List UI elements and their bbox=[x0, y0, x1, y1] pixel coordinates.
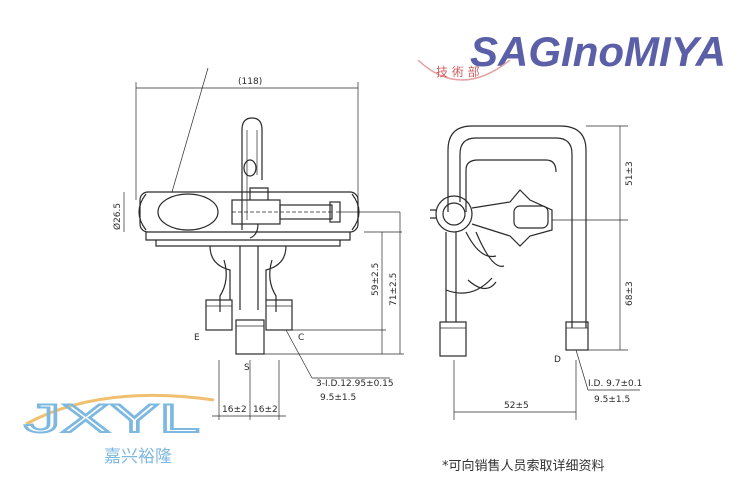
tube-spec-right: I.D. 9.7±0.1 bbox=[588, 379, 642, 389]
tube-length-left: 9.5±1.5 bbox=[320, 393, 356, 403]
upper-dim: 51±3 bbox=[625, 161, 635, 186]
lower-dim: 68±3 bbox=[625, 281, 635, 306]
logo-swoosh bbox=[25, 393, 215, 426]
height-dim-b: 71±2.5 bbox=[389, 273, 399, 306]
brand-name: SAGInoMIYA bbox=[470, 28, 726, 74]
logo-letters: JXYL bbox=[24, 397, 200, 441]
port-label-c: C bbox=[298, 333, 304, 343]
contact-note: *可向销售人员索取详细资料 bbox=[442, 459, 605, 474]
stamp: 技 術 部 bbox=[417, 60, 511, 81]
base-dim: 52±5 bbox=[504, 401, 529, 411]
company-logo: JXYL 嘉兴裕隆 bbox=[23, 393, 215, 467]
height-dim-a: 59±2.5 bbox=[371, 263, 381, 296]
spacing-dim-a: 16±2 bbox=[222, 405, 247, 415]
width-dim: (118) bbox=[238, 77, 262, 87]
spacing-dim-b: 16±2 bbox=[253, 405, 278, 415]
tube-length-right: 9.5±1.5 bbox=[594, 395, 630, 405]
port-label-e: E bbox=[194, 333, 200, 343]
tube-spec-left: 3-I.D.12.95±0.15 bbox=[316, 379, 394, 389]
stamp-text: 技 術 部 bbox=[436, 64, 480, 79]
port-label-s: S bbox=[244, 363, 250, 373]
diameter-dim: Ø26.5 bbox=[112, 203, 123, 230]
valve-technical-drawing: 技 術 部 (118) bbox=[112, 60, 642, 420]
logo-chinese-name: 嘉兴裕隆 bbox=[104, 447, 172, 467]
right-view: D 51±3 68±3 I.D. 9.7±0.1 9.5±1.5 52±5 bbox=[430, 125, 642, 420]
port-label-d: D bbox=[554, 355, 561, 365]
left-view: (118) Ø26.5 bbox=[112, 67, 404, 420]
brand-logo: SAGInoMIYA bbox=[470, 28, 726, 74]
